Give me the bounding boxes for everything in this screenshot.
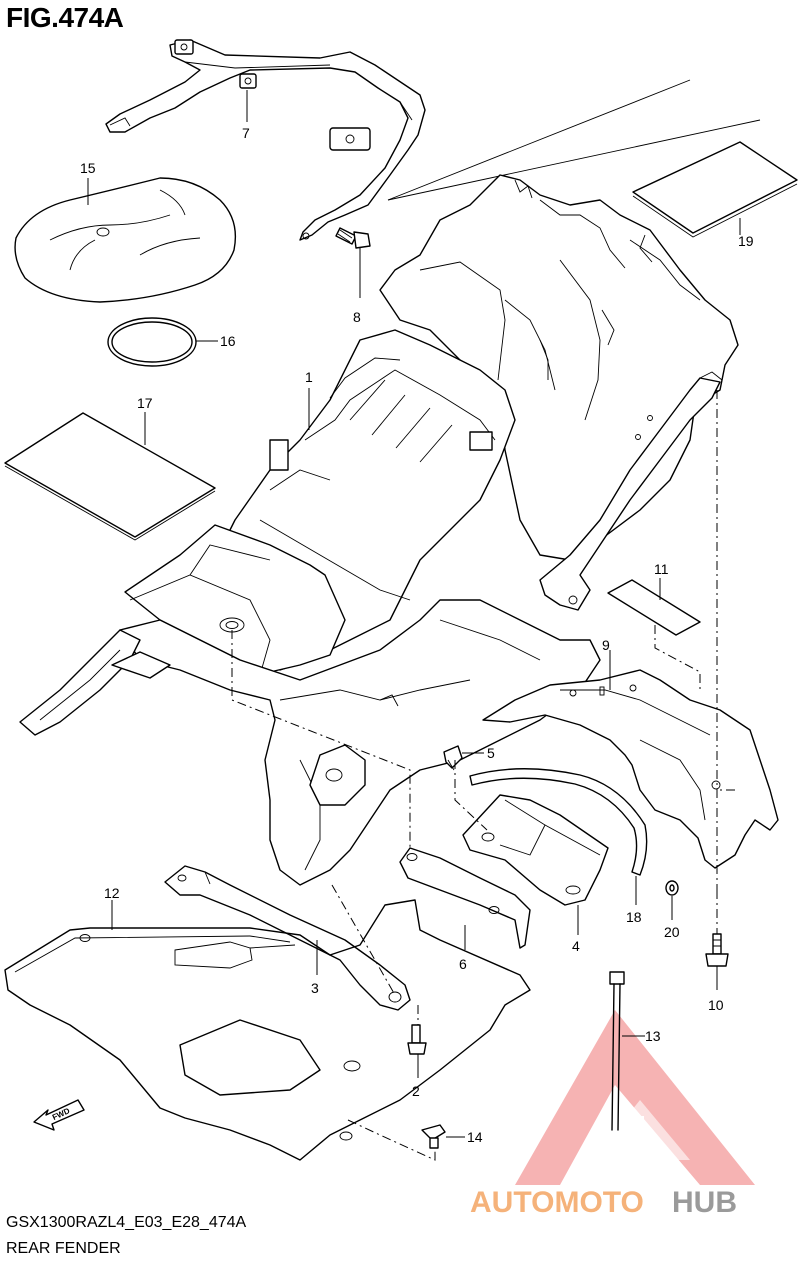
callout-17: 17 — [137, 395, 153, 411]
fwd-arrow-icon: FWD — [33, 1099, 85, 1131]
callout-15: 15 — [80, 160, 96, 176]
part-7-grab-rail[interactable] — [105, 39, 426, 241]
part-9-tail-bracket[interactable] — [482, 669, 779, 869]
part-19-sheet[interactable] — [632, 141, 798, 238]
part-10-bolt[interactable] — [705, 933, 729, 967]
callout-3: 3 — [311, 980, 319, 996]
part-14-rivet[interactable] — [421, 1124, 446, 1149]
callout-14: 14 — [467, 1129, 483, 1145]
part-15-seat-cover[interactable] — [14, 177, 237, 303]
model-code: GSX1300RAZL4_E03_E28_474A — [6, 1214, 247, 1231]
callout-2: 2 — [412, 1083, 420, 1099]
callout-19: 19 — [738, 233, 754, 249]
part-17-sheet[interactable] — [4, 412, 216, 541]
callout-13: 13 — [645, 1028, 661, 1044]
callout-1: 1 — [305, 369, 313, 385]
watermark-logo — [515, 1010, 755, 1185]
watermark-text-a: AUTOMOTO — [470, 1186, 644, 1219]
part-6-bracket[interactable] — [399, 847, 531, 949]
callout-20: 20 — [664, 924, 680, 940]
part-20-washer[interactable] — [665, 880, 679, 896]
part-18-trim-strip[interactable] — [469, 768, 648, 876]
callout-18: 18 — [626, 909, 642, 925]
part-4-bracket[interactable] — [462, 794, 609, 906]
part-8-bolt[interactable] — [335, 227, 371, 249]
callout-7: 7 — [242, 125, 250, 141]
part-3-bracket[interactable] — [164, 865, 411, 1011]
part-11-sheet[interactable] — [607, 579, 701, 636]
callout-12: 12 — [104, 885, 120, 901]
callout-10: 10 — [708, 997, 724, 1013]
callout-11: 11 — [654, 561, 669, 577]
callout-4: 4 — [572, 938, 580, 954]
part-1-rear-fender[interactable] — [19, 174, 739, 886]
watermark-text-b: HUB — [672, 1186, 737, 1219]
part-2-bolt[interactable] — [407, 1024, 427, 1055]
part-5-clip[interactable] — [443, 745, 463, 771]
part-12-under-tray[interactable] — [4, 899, 531, 1161]
part-13-cable-tie[interactable] — [609, 971, 625, 1131]
callout-5: 5 — [487, 745, 495, 761]
part-16-ring[interactable] — [107, 317, 197, 367]
assembly-guide-lines — [231, 390, 735, 1161]
callout-8: 8 — [353, 309, 361, 325]
callout-16: 16 — [220, 333, 236, 349]
figure-title: FIG.474A — [6, 2, 124, 33]
callout-9: 9 — [602, 637, 610, 653]
callout-6: 6 — [459, 956, 467, 972]
figure-name: REAR FENDER — [6, 1240, 121, 1257]
